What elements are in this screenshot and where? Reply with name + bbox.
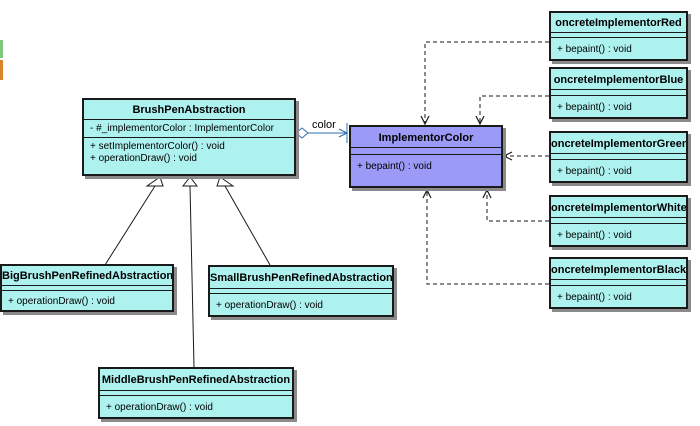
class-name: oncreteImplementorWhite	[551, 197, 686, 218]
operation: + operationDraw() : void	[106, 402, 213, 413]
realization-black	[427, 190, 549, 285]
side-tab-orange	[0, 60, 3, 80]
implementor-color-class[interactable]: ImplementorColor + bepaint() : void	[349, 125, 503, 188]
class-name: SmallBrushPenRefinedAbstraction	[210, 267, 392, 289]
attributes-section: - #_implementorColor : ImplementorColor	[84, 120, 294, 138]
operation: + bepaint() : void	[557, 102, 632, 113]
concrete-implementor-black-class[interactable]: oncreteImplementorBlack + bepaint() : vo…	[549, 257, 688, 309]
inheritance-middle-head	[181, 176, 199, 187]
aggregation-diamond	[295, 127, 309, 139]
class-name: ImplementorColor	[351, 127, 501, 148]
operations-section: + operationDraw() : void	[2, 291, 172, 313]
attributes-section	[2, 286, 172, 291]
operation: + bepaint() : void	[557, 292, 632, 303]
concrete-implementor-green-class[interactable]: oncreteImplementorGreen + bepaint() : vo…	[549, 131, 688, 183]
realization-white	[487, 190, 549, 222]
realization-red	[425, 41, 549, 124]
big-brush-pen-refined-abstraction-class[interactable]: BigBrushPenRefinedAbstraction + operatio…	[0, 264, 174, 312]
class-name: oncreteImplementorBlack	[551, 259, 686, 280]
concrete-implementor-white-class[interactable]: oncreteImplementorWhite + bepaint() : vo…	[549, 195, 688, 247]
class-name: oncreteImplementorBlue	[551, 69, 686, 90]
operation: + bepaint() : void	[557, 230, 632, 241]
operations-section: + bepaint() : void	[551, 286, 686, 310]
attributes-section	[551, 154, 686, 160]
operations-section: + operationDraw() : void	[100, 396, 292, 420]
middle-brush-pen-refined-abstraction-class[interactable]: MiddleBrushPenRefinedAbstraction + opera…	[98, 367, 294, 419]
attributes-section	[551, 280, 686, 286]
small-brush-pen-refined-abstraction-class[interactable]: SmallBrushPenRefinedAbstraction + operat…	[208, 265, 394, 317]
operation: + setImplementorColor() : void	[90, 141, 225, 152]
operations-section: + bepaint() : void	[551, 224, 686, 248]
attributes-section	[551, 33, 686, 38]
attributes-section	[551, 218, 686, 224]
inheritance-big-head	[145, 176, 164, 187]
operations-section: + bepaint() : void	[551, 38, 686, 62]
class-name: BrushPenAbstraction	[84, 100, 294, 120]
inheritance-small	[224, 185, 271, 266]
concrete-implementor-red-class[interactable]: oncreteImplementorRed + bepaint() : void	[549, 11, 688, 61]
operations-section: + setImplementorColor() : void + operati…	[84, 138, 294, 168]
class-name: oncreteImplementorRed	[551, 13, 686, 33]
operations-section: + bepaint() : void	[551, 160, 686, 184]
attributes-section	[351, 148, 501, 155]
brush-pen-abstraction-class[interactable]: BrushPenAbstraction - #_implementorColor…	[82, 98, 296, 176]
class-name: MiddleBrushPenRefinedAbstraction	[100, 369, 292, 391]
operations-section: + bepaint() : void	[351, 155, 501, 179]
class-name: oncreteImplementorGreen	[551, 133, 686, 154]
operations-section: + operationDraw() : void	[210, 294, 392, 318]
inheritance-big	[104, 185, 156, 266]
operation: + operationDraw() : void	[8, 296, 115, 307]
inheritance-small-head	[216, 176, 235, 187]
attributes-section	[210, 289, 392, 294]
attribute: - #_implementorColor : ImplementorColor	[90, 123, 274, 134]
operation: + bepaint() : void	[557, 166, 632, 177]
association-label: color	[312, 119, 336, 131]
operation: + bepaint() : void	[357, 161, 432, 172]
inheritance-middle	[189, 185, 195, 368]
realization-blue	[480, 95, 549, 124]
operation: + operationDraw() : void	[216, 300, 323, 311]
operation: + bepaint() : void	[557, 44, 632, 55]
concrete-implementor-blue-class[interactable]: oncreteImplementorBlue + bepaint() : voi…	[549, 67, 688, 119]
class-name: BigBrushPenRefinedAbstraction	[2, 266, 172, 286]
operation: + operationDraw() : void	[90, 153, 197, 164]
side-tab-green	[0, 40, 3, 58]
attributes-section	[100, 391, 292, 396]
operations-section: + bepaint() : void	[551, 96, 686, 120]
attributes-section	[551, 90, 686, 96]
